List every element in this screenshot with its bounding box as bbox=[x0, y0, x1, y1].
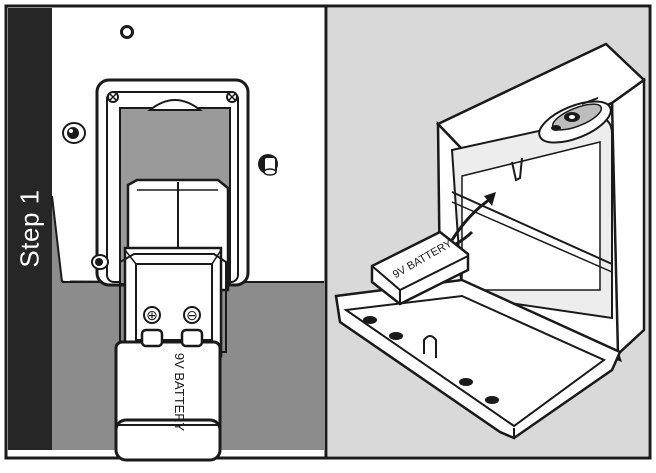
door-hole-icon bbox=[485, 396, 499, 404]
insert-arrow-icon bbox=[450, 192, 496, 241]
battery-9v-left: 9V BATTERY bbox=[114, 328, 222, 462]
battery-label-left: 9V BATTERY bbox=[172, 353, 187, 432]
step-band bbox=[8, 8, 52, 450]
wall-edge bbox=[52, 8, 70, 282]
step-label: Step 1 bbox=[14, 188, 45, 268]
keyhole-icon bbox=[62, 122, 86, 144]
battery-9v-right: 9V BATTERY bbox=[370, 230, 474, 306]
door-hole-icon bbox=[363, 316, 377, 324]
toggle-knob-icon bbox=[258, 154, 278, 176]
battery-holder bbox=[119, 246, 227, 358]
right-panel: 9V BATTERY bbox=[328, 8, 648, 456]
door-hole-icon bbox=[389, 332, 403, 340]
svg-text:⊖: ⊖ bbox=[186, 307, 198, 323]
led-dot-icon bbox=[91, 254, 109, 270]
plus-terminal-icon: ⊕ bbox=[143, 306, 161, 324]
step-label-container: Step 1 bbox=[8, 8, 52, 448]
svg-text:⊕: ⊕ bbox=[146, 307, 158, 323]
safe-door bbox=[334, 278, 622, 440]
door-hole-icon bbox=[459, 378, 473, 386]
left-panel: ⊕ ⊖ 9V BATTERY bbox=[8, 8, 324, 462]
screw-icon bbox=[107, 91, 119, 103]
indicator-hole-icon bbox=[120, 25, 134, 39]
hinge-tab-icon bbox=[423, 335, 437, 358]
minus-terminal-icon: ⊖ bbox=[183, 306, 201, 324]
screw-icon bbox=[226, 91, 238, 103]
keypad-icon bbox=[538, 97, 612, 144]
